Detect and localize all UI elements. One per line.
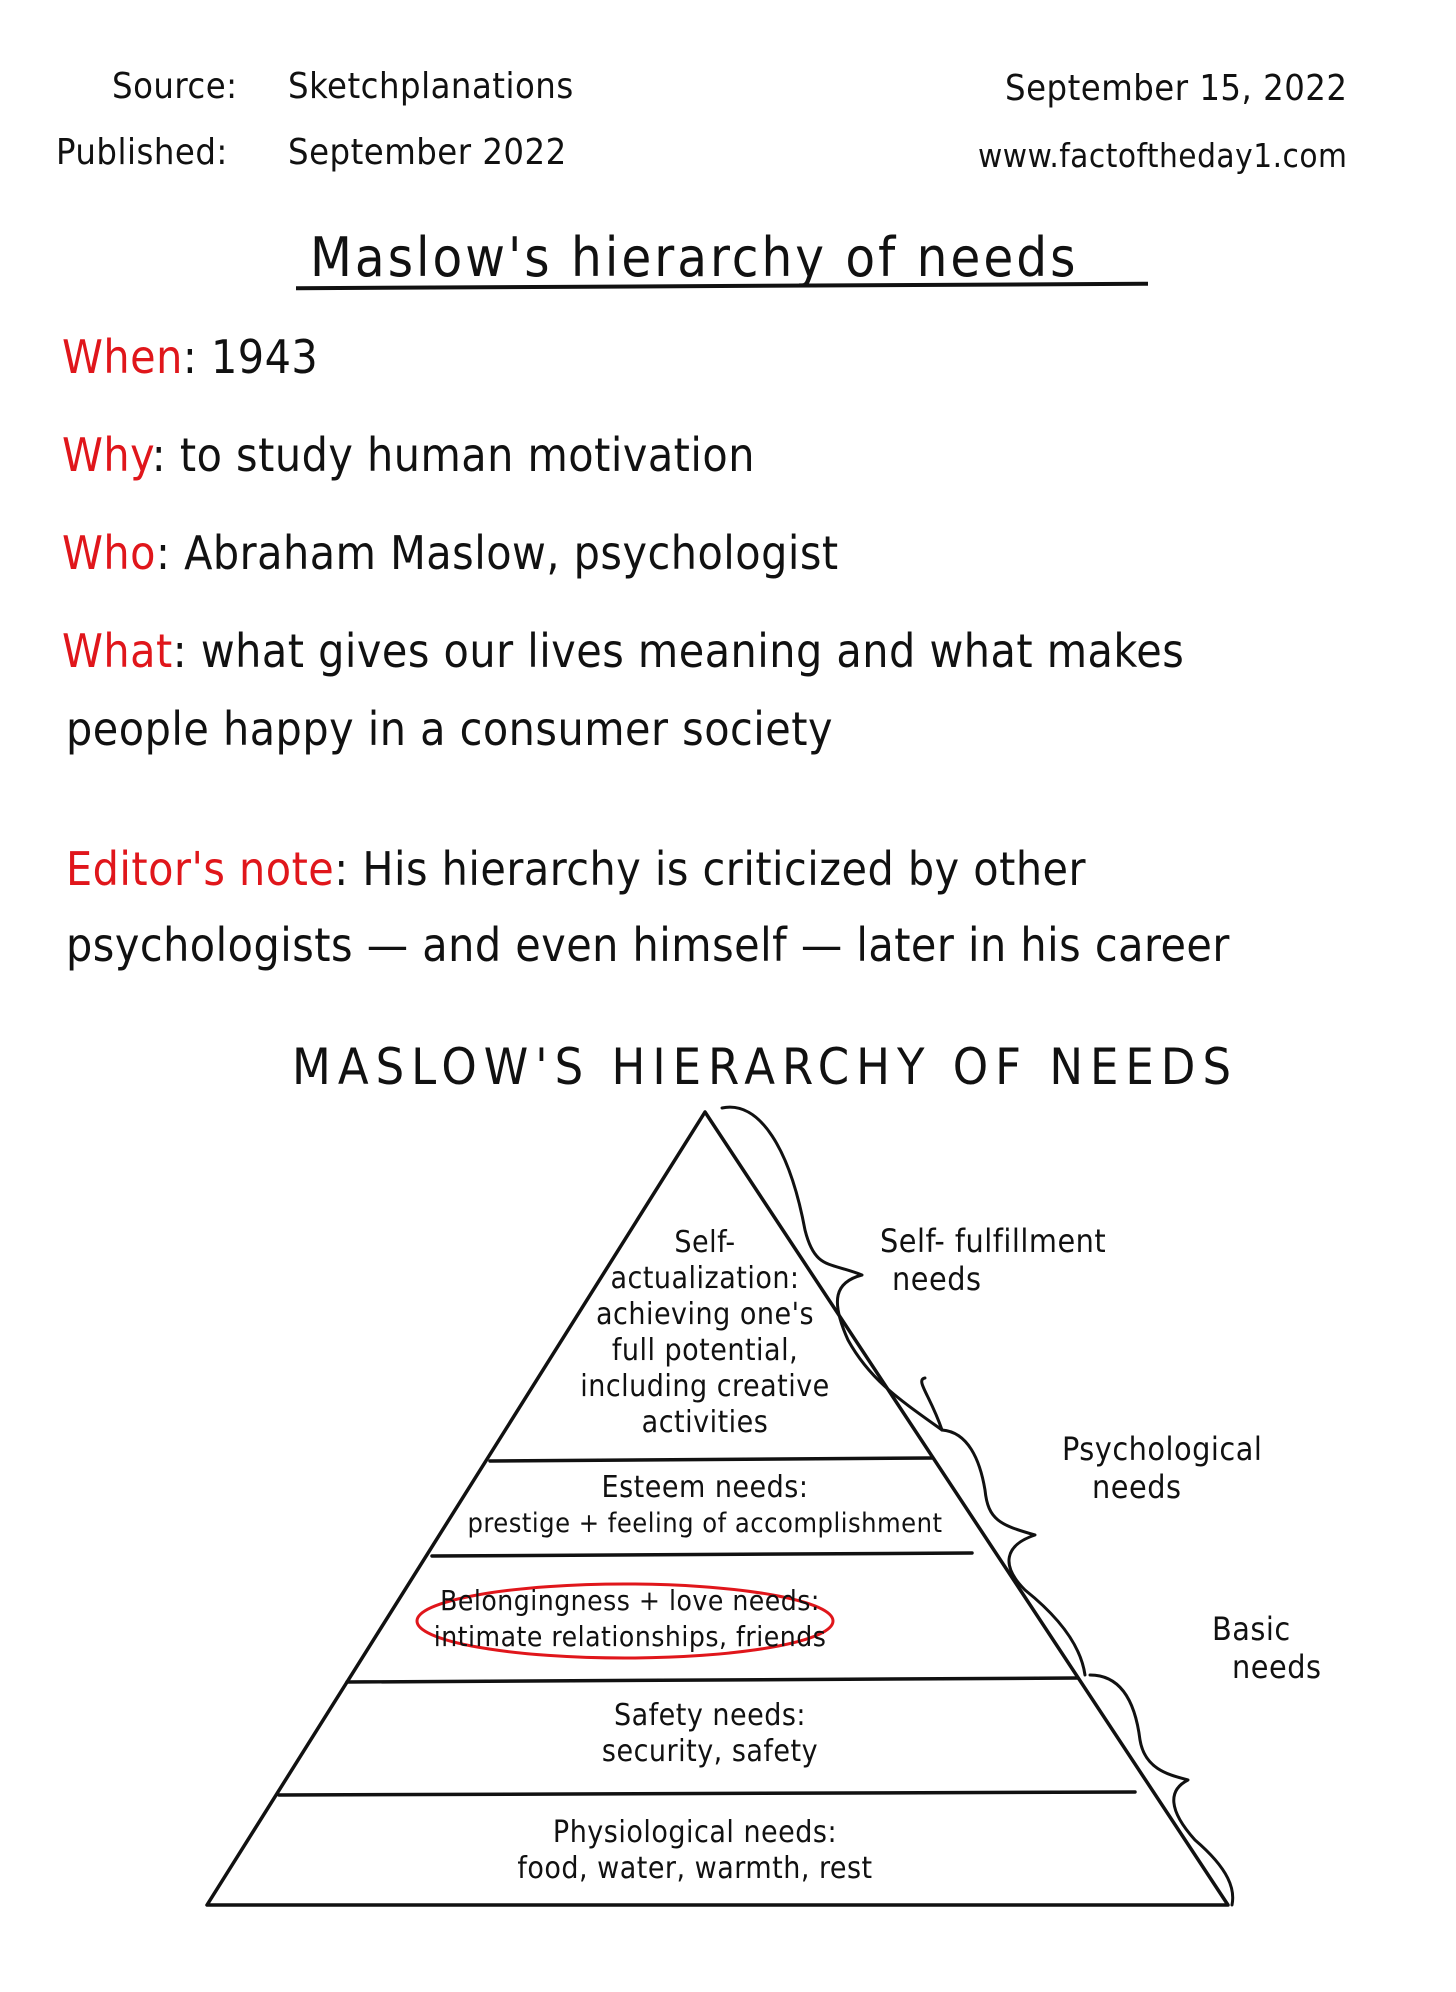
when-label: When <box>62 330 183 384</box>
group-label: needs <box>1092 1468 1182 1506</box>
editors-note-line2: psychologists — and even himself — later… <box>66 918 1230 972</box>
tier-description: food, water, warmth, rest <box>517 1851 873 1886</box>
group-self-fulfillment: Self- fulfillment needs <box>880 1222 1180 1298</box>
group-label: Psychological <box>1062 1430 1263 1468</box>
fact-why: Why: to study human motivation <box>62 428 755 482</box>
website: www.factoftheday1.com <box>978 136 1348 175</box>
published-value: September 2022 <box>288 132 567 173</box>
group-psychological: Psychological needs <box>1062 1430 1312 1506</box>
group-label: needs <box>1232 1648 1322 1686</box>
tier-text: including creative <box>580 1369 830 1404</box>
editors-note: Editor's note: His hierarchy is criticiz… <box>66 842 1086 896</box>
tier-text: full potential, <box>611 1333 799 1368</box>
what-label: What <box>62 624 173 678</box>
tier-text: activities <box>641 1405 769 1440</box>
tier-description: intimate relationships, friends <box>433 1620 827 1653</box>
tier-description: prestige + feeling of accomplishment <box>467 1508 943 1539</box>
tier-text: Self- <box>674 1225 736 1260</box>
source-label: Source: <box>112 66 238 107</box>
why-value: : to study human motivation <box>151 428 755 482</box>
fact-who: Who: Abraham Maslow, psychologist <box>62 526 839 580</box>
tier-title: Safety needs: <box>613 1698 807 1733</box>
fact-what-line2: people happy in a consumer society <box>66 702 833 756</box>
fact-what: What: what gives our lives meaning and w… <box>62 624 1184 678</box>
divider-2 <box>430 1551 974 1558</box>
pyramid-outline <box>205 1110 1230 1907</box>
brace-basic <box>1088 1673 1235 1907</box>
group-label: Basic <box>1212 1610 1291 1648</box>
tier-title: Belongingness + love needs: <box>440 1584 820 1617</box>
tier-title: Esteem needs: <box>601 1470 809 1505</box>
published-label: Published: <box>56 132 228 173</box>
divider-3 <box>345 1676 1080 1684</box>
group-basic: Basic needs <box>1212 1610 1412 1686</box>
editors-note-label: Editor's note <box>66 842 335 896</box>
what-value: : what gives our lives meaning and what … <box>172 624 1185 678</box>
tier-title: Physiological needs: <box>552 1815 838 1850</box>
tier-belongingness: Belongingness + love needs: intimate rel… <box>420 1583 840 1655</box>
why-label: Why <box>62 428 152 482</box>
divider-4 <box>277 1790 1137 1797</box>
diagram-title: MASLOW'S HIERARCHY OF NEEDS <box>292 1038 1239 1096</box>
brace-psychological <box>940 1428 1087 1677</box>
when-value: : 1943 <box>182 330 319 384</box>
divider-1 <box>488 1456 934 1463</box>
group-label: needs <box>892 1260 982 1298</box>
tier-description: security, safety <box>601 1734 819 1769</box>
editors-note-value: : His hierarchy is criticized by other <box>334 842 1087 896</box>
source-value: Sketchplanations <box>288 66 574 107</box>
highlight-ellipse <box>415 1582 835 1660</box>
who-label: Who <box>62 526 156 580</box>
tier-text: actualization: <box>610 1261 800 1296</box>
group-label: Self- fulfillment <box>880 1222 1107 1260</box>
date: September 15, 2022 <box>1005 68 1348 109</box>
tier-safety: Safety needs: security, safety <box>500 1698 920 1770</box>
page-title: Maslow's hierarchy of needs <box>310 226 1079 289</box>
tier-self-actualization: Self- actualization: achieving one's ful… <box>555 1225 855 1441</box>
tier-text: achieving one's <box>595 1297 815 1332</box>
who-value: : Abraham Maslow, psychologist <box>155 526 839 580</box>
tier-esteem: Esteem needs: prestige + feeling of acco… <box>440 1470 970 1542</box>
fact-when: When: 1943 <box>62 330 318 384</box>
tier-physiological: Physiological needs: food, water, warmth… <box>470 1815 920 1887</box>
